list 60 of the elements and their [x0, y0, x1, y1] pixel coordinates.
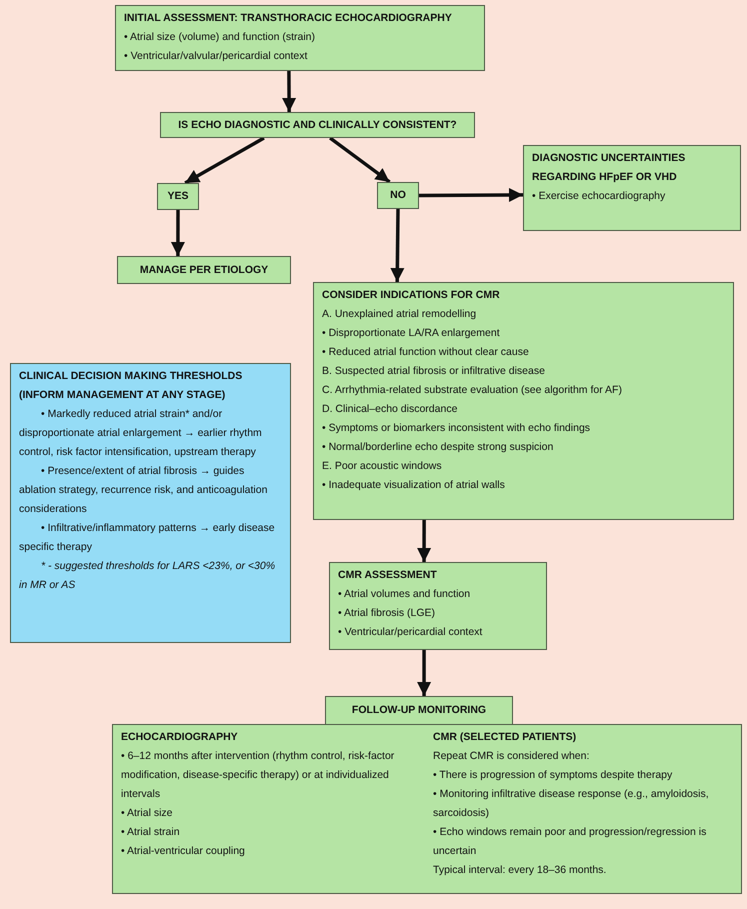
body-text: • 6–12 months after intervention (rhythm control, risk-factor modification, disease-specific therapy) or at individualized intervals	[121, 749, 396, 802]
body-text: • Inadequate visualization of atrial walls	[322, 478, 506, 493]
arrow	[417, 520, 432, 562]
process-box	[523, 145, 741, 231]
body-text: • Monitoring infiltrative disease response (e.g., amyloidosis, sarcoidosis)	[433, 787, 710, 821]
body-text: E. Poor acoustic windows	[322, 459, 443, 474]
heading-text: NO	[390, 188, 406, 203]
body-text: • Atrial strain	[121, 825, 181, 840]
answer-box	[377, 182, 419, 209]
answer-box	[157, 183, 199, 210]
body-text: • Disproportionate LA/RA enlargement	[322, 326, 501, 341]
body-text: • Reduced atrial function without clear cause	[322, 345, 530, 360]
body-text: C. Arrhythmia-related substrate evaluation (see algorithm for AF)	[322, 383, 623, 398]
arrow	[390, 208, 404, 282]
decision-box	[160, 112, 475, 138]
heading-text: CMR (SELECTED PATIENTS)	[433, 730, 578, 745]
process-box	[115, 5, 485, 71]
arrow	[418, 188, 524, 202]
process-box	[117, 256, 291, 284]
body-text: • Atrial-ventricular coupling	[121, 844, 246, 859]
heading-text: IS ECHO DIAGNOSTIC AND CLINICALLY CONSISTENT?	[178, 118, 457, 132]
body-text: • Atrial size (volume) and function (strain)	[124, 30, 316, 45]
process-box	[313, 282, 734, 520]
body-text: • Symptoms or biomarkers inconsistent with echo findings	[322, 421, 592, 436]
arrow	[417, 650, 432, 696]
body-text: Typical interval: every 18–36 months.	[433, 863, 608, 878]
body-text: A. Unexplained atrial remodelling	[322, 307, 478, 322]
process-box	[112, 724, 742, 894]
body-text: • Atrial size	[121, 806, 174, 821]
body-text: • Ventricular/pericardial context	[338, 625, 484, 640]
heading-text: CONSIDER INDICATIONS FOR CMR	[322, 288, 501, 303]
body-text: Repeat CMR is considered when:	[433, 749, 590, 764]
body-text: B. Suspected atrial fibrosis or infiltrative disease	[322, 364, 546, 379]
arrow	[329, 136, 391, 184]
arrow	[282, 70, 296, 112]
arrow	[170, 210, 185, 256]
body-text: • There is progression of symptoms despite therapy	[433, 768, 674, 783]
heading-text: DIAGNOSTIC UNCERTAINTIES REGARDING HFpEF OR VHD	[532, 151, 686, 185]
heading-text: YES	[167, 189, 188, 204]
body-text: • Markedly reduced atrial strain* and/or disproportionate atrial enlargement → earlier rhythm control, risk factor intensification, upstream therapy	[19, 407, 263, 460]
heading-text: MANAGE PER ETIOLOGY	[140, 262, 268, 278]
heading-text: INITIAL ASSESSMENT: TRANSTHORACIC ECHOCARDIOGRAPHY	[124, 11, 453, 26]
body-text: • Infiltrative/inflammatory patterns → early disease specific therapy	[19, 521, 276, 555]
body-text: • Atrial volumes and function	[338, 587, 472, 602]
body-text: • Echo windows remain poor and progression/regression is uncertain	[433, 825, 708, 859]
body-text: • Exercise echocardiography	[532, 189, 666, 204]
process-box	[329, 562, 547, 650]
note-box	[10, 363, 291, 643]
body-text: • Normal/borderline echo despite strong suspicion	[322, 440, 554, 455]
arrow	[184, 136, 265, 185]
heading-text: CMR ASSESSMENT	[338, 568, 438, 583]
heading-text: CLINICAL DECISION MAKING THRESHOLDS (INFORM MANAGEMENT AT ANY STAGE)	[19, 369, 244, 403]
body-text: • Ventricular/valvular/pericardial context	[124, 49, 308, 64]
process-box	[325, 696, 513, 725]
body-text: • Presence/extent of atrial fibrosis → guides ablation strategy, recurrence risk, and anticoagulation considerations	[19, 464, 268, 517]
body-text: • Atrial fibrosis (LGE)	[338, 606, 436, 621]
heading-text: FOLLOW-UP MONITORING	[352, 703, 486, 718]
body-text: D. Clinical–echo discordance	[322, 402, 458, 417]
body-text: * - suggested thresholds for LARS <23%, or <30% in MR or AS	[19, 559, 276, 593]
heading-text: ECHOCARDIOGRAPHY	[121, 730, 239, 745]
